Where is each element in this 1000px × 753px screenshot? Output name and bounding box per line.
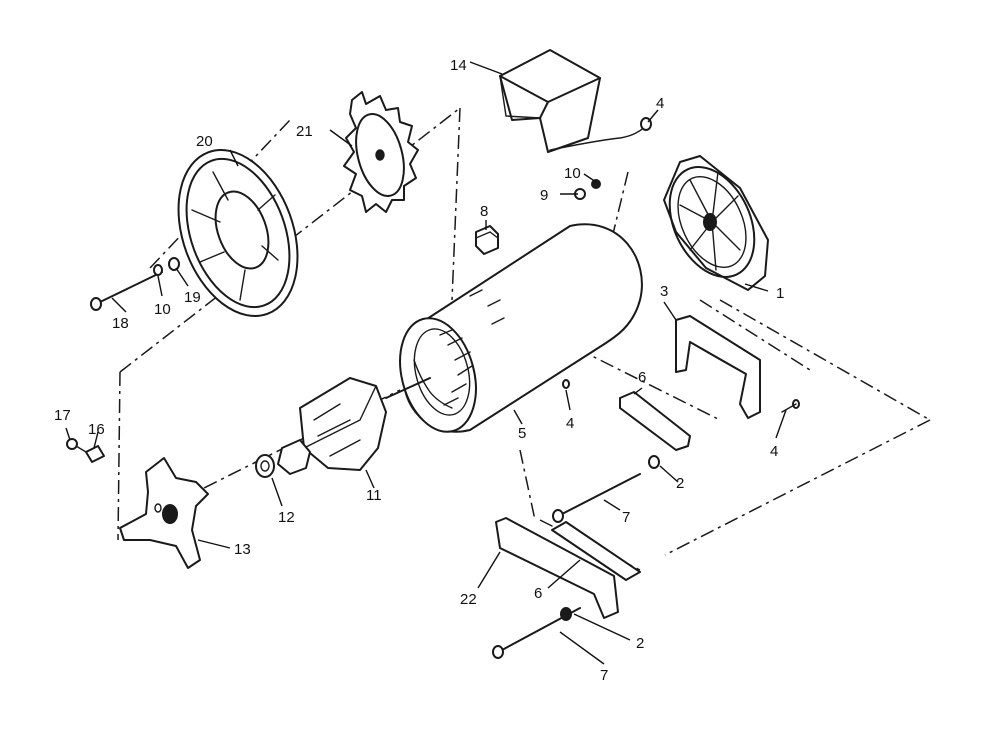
callout-12: 12 xyxy=(278,509,295,526)
callout-4c: 4 xyxy=(770,443,778,460)
callout-17: 17 xyxy=(54,407,71,424)
callout-9: 9 xyxy=(540,187,548,204)
callout-21: 21 xyxy=(296,123,313,140)
bearing xyxy=(255,454,275,478)
bolt-7-lower xyxy=(492,607,581,659)
callout-2a: 2 xyxy=(676,475,684,492)
base-bracket-22 xyxy=(495,517,641,619)
callout-5: 5 xyxy=(518,425,526,442)
callout-11: 11 xyxy=(366,487,382,504)
callout-6b: 6 xyxy=(534,585,542,602)
leader-lines xyxy=(65,61,787,665)
callout-7b: 7 xyxy=(600,667,608,684)
callout-labels: 1 2 2 3 4 4 4 5 6 6 7 7 8 9 10 10 11 12 … xyxy=(54,57,784,684)
callout-6a: 6 xyxy=(638,369,646,386)
end-bell xyxy=(663,155,769,291)
screw-clip-16-17 xyxy=(66,438,105,463)
callout-10b: 10 xyxy=(154,301,171,318)
callout-19: 19 xyxy=(184,289,201,306)
callout-20: 20 xyxy=(196,133,213,150)
component-8 xyxy=(475,225,499,255)
end-cap-13 xyxy=(119,457,209,569)
callout-1: 1 xyxy=(776,285,784,302)
bracket-3 xyxy=(675,315,761,419)
motor-frame xyxy=(399,223,643,433)
callout-22: 22 xyxy=(460,591,477,608)
callout-7a: 7 xyxy=(622,509,630,526)
callout-2b: 2 xyxy=(636,635,644,652)
callout-8: 8 xyxy=(480,203,488,220)
cover-bracket xyxy=(499,49,649,153)
callout-4b: 4 xyxy=(566,415,574,432)
callout-10a: 10 xyxy=(564,165,581,182)
bolt-18-assembly xyxy=(90,257,180,311)
callout-13: 13 xyxy=(234,541,251,558)
bolt-7-upper xyxy=(552,455,660,523)
fan-blade xyxy=(343,91,419,213)
callout-18: 18 xyxy=(112,315,129,332)
fan-shroud xyxy=(177,149,299,317)
rotor-assembly xyxy=(277,377,431,475)
callout-4a: 4 xyxy=(656,95,664,112)
callout-3: 3 xyxy=(660,283,668,300)
slide-plate-upper xyxy=(619,391,691,451)
callout-14: 14 xyxy=(450,57,467,74)
callout-16: 16 xyxy=(88,421,105,438)
